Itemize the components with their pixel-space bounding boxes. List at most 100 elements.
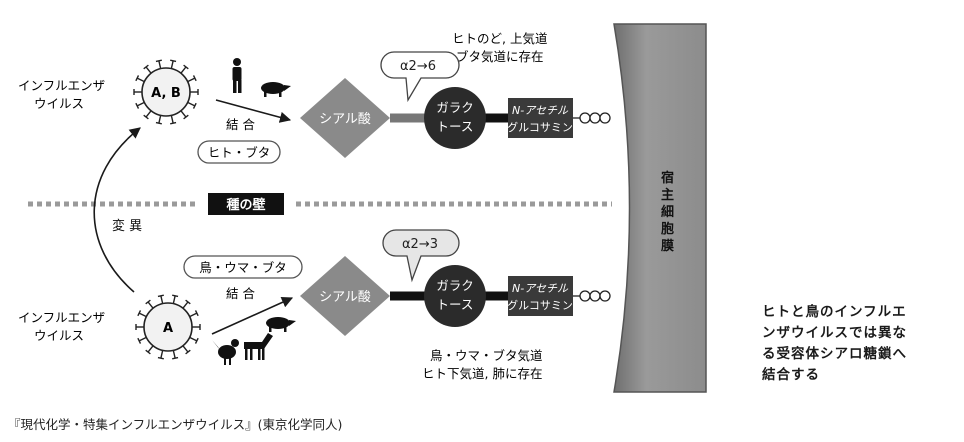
top-location-line1: ヒトのど, 上気道 [452, 31, 548, 46]
bottom-glcnac-label-line2: グルコサミン [507, 298, 573, 312]
top-binding-arrow [215, 99, 292, 123]
bottom-glcnac-label-line1: N-アセチル [512, 282, 569, 295]
source-citation: 『現代化学・特集インフルエンザウイルス』(東京化学同人) [8, 417, 343, 432]
top-sialic-acid-diamond [300, 78, 390, 158]
virus-spike-cap [137, 337, 142, 344]
top-virus-label-line2: ウイルス [34, 96, 84, 111]
species-barrier-label: 種の壁 [226, 197, 265, 213]
virus-spike [170, 115, 174, 124]
top-host-tag-label: ヒト・ブタ [208, 145, 271, 160]
top-galactose-circle [424, 87, 486, 149]
bottom-host-tag [183, 255, 303, 279]
virus-spike [182, 301, 189, 309]
virus-spike [180, 110, 187, 118]
virus-spike-cap [170, 121, 177, 125]
bottom-sialic-acid-label: シアル酸 [319, 290, 371, 305]
bottom-galactose-label-line1: ガラク [436, 278, 474, 293]
virus-spike [145, 110, 152, 118]
species-barrier: 種の壁 [28, 193, 612, 215]
virus-spike [136, 101, 145, 107]
virus-spike [138, 312, 147, 318]
virus-spike [187, 101, 196, 107]
human-icon [232, 58, 242, 93]
note-line: 結合する [762, 367, 820, 383]
top-virus-particle [133, 59, 199, 125]
virus-spike [158, 115, 162, 124]
species-barrier-badge [208, 193, 284, 215]
virus-spike [180, 66, 187, 74]
virus-spike-cap [143, 64, 149, 70]
virus-spike [147, 345, 154, 353]
pig-icon [261, 82, 291, 97]
virus-spike-cap [145, 349, 151, 355]
virus-spike-cap [170, 59, 177, 63]
virus-spike-cap [157, 356, 164, 360]
bottom-row: インフルエンザ ウイルス A 鳥・ウマ・ブタ 結 合 [18, 229, 611, 381]
bottom-location-line1: 鳥・ウマ・ブタ気道 [430, 348, 543, 363]
top-virus-label-line1: インフルエンザ [18, 78, 105, 93]
bottom-virus-label-line2: ウイルス [34, 328, 84, 343]
virus-spike-cap [183, 114, 189, 120]
virus-spike [136, 77, 145, 83]
top-chain-to-membrane [573, 112, 611, 124]
virus-spike-cap [192, 102, 197, 109]
top-galactose-label-line2: トース [437, 119, 474, 134]
top-virus-type: A, B [151, 86, 181, 101]
bottom-binding-arrow [211, 297, 294, 335]
top-glcnac-label-line1: N-アセチル [512, 104, 569, 117]
bottom-location-line2: ヒト下気道, 肺に存在 [422, 366, 542, 381]
top-location-line2: ブタ気道に存在 [456, 49, 544, 64]
note-line: る受容体シアロ糖鎖へ [762, 346, 907, 362]
top-linkage-callout: α2→6 [380, 51, 460, 103]
bottom-galactose-circle [424, 265, 486, 327]
virus-spike-cap [185, 299, 191, 305]
mutation-arrow: 変 異 [93, 127, 142, 293]
pig-icon [266, 317, 296, 332]
virus-spike [189, 312, 198, 318]
virus-spike [160, 350, 164, 359]
membrane-label: 宿主細胞膜 [660, 170, 674, 254]
explanation-note: ヒトと鳥のインフルエ ンザウイルスでは異な る受容体シアロ糖鎖へ 結合する [762, 302, 958, 386]
virus-spike-cap [194, 310, 199, 317]
virus-spike [189, 336, 198, 342]
host-cell-membrane: 宿主細胞膜 [613, 23, 707, 393]
top-galactose-label-line1: ガラク [436, 100, 474, 115]
virus-spike-cap [185, 349, 191, 355]
virus-spike-cap [145, 299, 151, 305]
virus-spike [158, 60, 162, 69]
virus-spike [172, 295, 176, 304]
membrane-label-char: 胞 [660, 221, 674, 237]
bottom-virus-label-line1: インフルエンザ [18, 310, 105, 325]
bottom-virus-type: A [163, 321, 173, 336]
membrane-label-char: 宿 [661, 170, 674, 186]
top-glcnac-label-line2: グルコサミン [507, 120, 573, 134]
virus-spike-cap [155, 59, 162, 63]
top-row: インフルエンザ ウイルス A, B 結 合 ヒト・ブタ α2→6 [18, 31, 611, 164]
virus-spike [182, 345, 189, 353]
virus-spike-cap [172, 356, 179, 360]
virus-spike [147, 301, 154, 309]
virus-spike-cap [155, 121, 162, 125]
bottom-chain-to-membrane [573, 290, 611, 302]
virus-spike-cap [192, 75, 197, 82]
membrane-label-char: 膜 [661, 238, 674, 254]
chicken-icon [212, 339, 239, 365]
top-sialic-acid-label: シアル酸 [319, 112, 371, 127]
bottom-glcnac-square [508, 276, 573, 316]
virus-spike [145, 66, 152, 74]
virus-spike [138, 336, 147, 342]
virus-spike [187, 77, 196, 83]
virus-spike-cap [172, 294, 179, 298]
virus-spike [172, 350, 176, 359]
note-line: ンザウイルスでは異な [762, 325, 907, 341]
mutation-label: 変 異 [112, 218, 142, 234]
note-line: ヒトと鳥のインフルエ [762, 304, 907, 320]
virus-spike-cap [194, 337, 199, 344]
membrane-label-char: 細 [661, 204, 674, 220]
virus-spike-cap [143, 114, 149, 120]
virus-spike [160, 295, 164, 304]
bottom-bind-label: 結 合 [226, 286, 255, 301]
bottom-host-tag-label: 鳥・ウマ・ブタ [199, 260, 287, 275]
